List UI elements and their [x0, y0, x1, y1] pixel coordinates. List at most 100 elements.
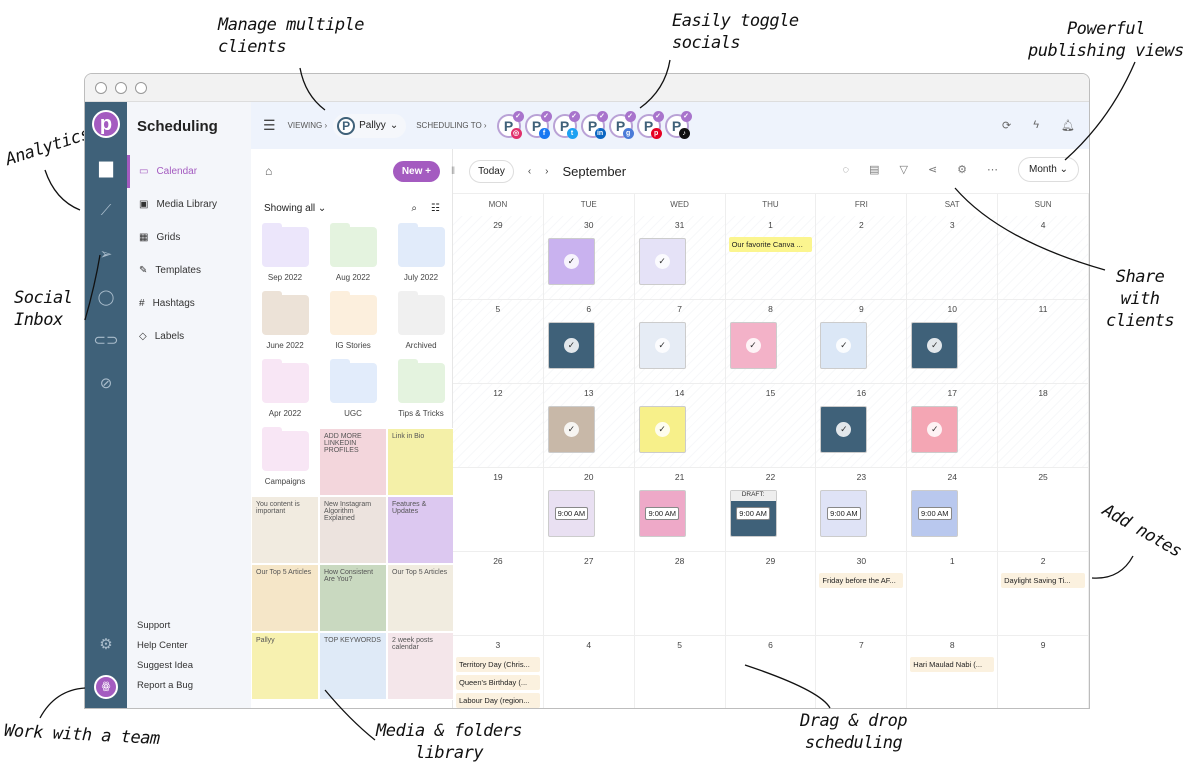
new-button[interactable]: New + — [392, 160, 440, 182]
calendar-day[interactable]: 17✓ — [907, 384, 999, 468]
folder[interactable]: Archived — [387, 291, 455, 360]
window-maximize-button[interactable] — [135, 81, 147, 94]
calendar-day[interactable]: 19 — [453, 468, 544, 552]
media-thumbnail[interactable]: How Consistent Are You? — [319, 564, 387, 632]
folder[interactable]: July 2022 — [387, 223, 455, 292]
calendar-day[interactable]: 30✓ — [543, 216, 635, 300]
social-toggle-facebook[interactable]: P✓f — [524, 110, 552, 139]
search-icon[interactable]: ⌕ — [411, 203, 418, 214]
social-toggle-pinterest[interactable]: P✓p — [636, 110, 664, 139]
calendar-day[interactable]: 15 — [725, 384, 817, 468]
scheduled-post[interactable]: ✓ — [547, 238, 595, 285]
calendar-day[interactable]: 29 — [453, 216, 544, 300]
window-close-button[interactable] — [95, 81, 107, 94]
sidebar-item-templates[interactable]: ✎Templates — [127, 254, 251, 287]
more-icon[interactable]: ⋯ — [987, 164, 999, 176]
calendar-day[interactable]: 2 — [816, 216, 908, 300]
scheduled-post[interactable]: DRAFT:9:00 AM — [729, 490, 777, 537]
settings-icon[interactable]: ⚙ — [957, 164, 968, 176]
media-thumbnail[interactable]: Pallyy — [251, 632, 319, 700]
calendar-day[interactable]: 9 — [998, 636, 1089, 708]
media-thumbnail[interactable]: ADD MORE LINKEDIN PROFILES — [319, 428, 387, 496]
analytics-icon[interactable]: ⟋ — [100, 202, 112, 219]
folder[interactable]: Aug 2022 — [319, 223, 387, 292]
calendar-day[interactable]: 13✓ — [543, 384, 635, 468]
scheduled-post[interactable]: ✓ — [547, 322, 595, 369]
calendar-day[interactable]: 11 — [998, 300, 1089, 384]
folder[interactable]: UGC — [319, 359, 387, 428]
calendar-day[interactable]: 25 — [998, 468, 1089, 552]
calendar-day[interactable]: 4 — [998, 216, 1089, 300]
calendar-day[interactable]: 16✓ — [816, 384, 908, 468]
pallyy-logo[interactable]: p — [92, 110, 120, 138]
comment-icon[interactable]: ◌ — [842, 163, 850, 176]
scheduled-post[interactable]: ✓ — [820, 322, 868, 369]
folder[interactable]: IG Stories — [319, 291, 387, 360]
calendar-day[interactable]: 8✓ — [725, 300, 817, 384]
calendar-day[interactable]: 18 — [998, 384, 1089, 468]
window-minimize-button[interactable] — [115, 81, 127, 94]
calendar-day[interactable]: 26 — [453, 552, 544, 636]
folder[interactable]: Tips & Tricks — [387, 359, 455, 428]
media-thumbnail[interactable]: Our Top 5 Articles — [251, 564, 319, 632]
calendar-note[interactable]: Friday before the AF... — [819, 573, 904, 588]
footer-link[interactable]: Support — [137, 620, 171, 631]
team-avatar[interactable]: ꙮ — [85, 665, 127, 708]
today-button[interactable]: Today — [469, 160, 514, 183]
compass-icon[interactable]: ⊘ — [99, 374, 113, 392]
send-icon[interactable]: ➢ — [99, 245, 113, 263]
collapse-handle[interactable]: ‖ — [451, 166, 456, 177]
sidebar-item-grids[interactable]: ▦Grids — [127, 221, 251, 254]
media-thumbnail[interactable]: 2 week posts calendar — [387, 632, 455, 700]
calendar-day[interactable]: 7✓ — [634, 300, 726, 384]
sidebar-item-calendar[interactable]: ▭Calendar — [127, 155, 251, 188]
folder[interactable]: Sep 2022 — [251, 223, 319, 292]
folder[interactable]: Apr 2022 — [251, 359, 319, 428]
calendar-day[interactable]: 1 — [907, 552, 999, 636]
folder[interactable]: Campaigns — [251, 427, 319, 496]
calendar-day[interactable]: 12 — [453, 384, 544, 468]
scheduled-post[interactable]: 9:00 AM — [547, 490, 595, 537]
scheduled-post[interactable]: 9:00 AM — [911, 490, 959, 537]
home-icon[interactable]: ⌂ — [265, 164, 273, 178]
media-thumbnail[interactable]: Features & Updates — [387, 496, 455, 564]
scheduled-post[interactable]: ✓ — [911, 322, 959, 369]
calendar-day[interactable]: 9✓ — [816, 300, 908, 384]
calendar-note[interactable]: Hari Maulad Nabi (... — [910, 657, 995, 672]
filter-icon[interactable]: ▽ — [899, 164, 908, 176]
link-icon[interactable]: ⊂⊃ — [93, 331, 119, 349]
calendar-note[interactable]: Queen's Birthday (... — [456, 675, 540, 690]
bell-icon[interactable]: 🔔︎ — [1061, 120, 1075, 132]
list-view-icon[interactable]: ☷ — [431, 203, 440, 214]
next-month-button[interactable]: › — [545, 166, 549, 177]
footer-link[interactable]: Report a Bug — [137, 680, 193, 691]
calendar-icon[interactable]: ▆ — [99, 157, 113, 177]
calendar-day[interactable]: 4 — [543, 636, 635, 708]
refresh-icon[interactable]: ⟳ — [1001, 120, 1012, 132]
social-toggle-linkedin[interactable]: P✓in — [580, 110, 608, 139]
calendar-day[interactable]: 5 — [453, 300, 544, 384]
share-icon[interactable]: ⋖ — [927, 164, 938, 176]
calendar-day[interactable]: 5 — [634, 636, 726, 708]
scheduled-post[interactable]: 9:00 AM — [820, 490, 868, 537]
view-selector[interactable]: Month ⌄ — [1018, 157, 1079, 182]
calendar-day[interactable]: 29 — [725, 552, 817, 636]
inbox-icon[interactable]: ◯ — [97, 288, 115, 306]
scheduled-post[interactable]: ✓ — [911, 406, 959, 453]
filter-dropdown[interactable]: Showing all ⌄ — [264, 203, 327, 214]
social-toggle-twitter[interactable]: P✓t — [552, 110, 580, 139]
media-thumbnail[interactable]: TOP KEYWORDS — [319, 632, 387, 700]
calendar-day[interactable]: 6✓ — [543, 300, 635, 384]
calendar-day[interactable]: 27 — [543, 552, 635, 636]
media-thumbnail[interactable]: You content is important — [251, 496, 319, 564]
calendar-day[interactable]: 6 — [725, 636, 817, 708]
